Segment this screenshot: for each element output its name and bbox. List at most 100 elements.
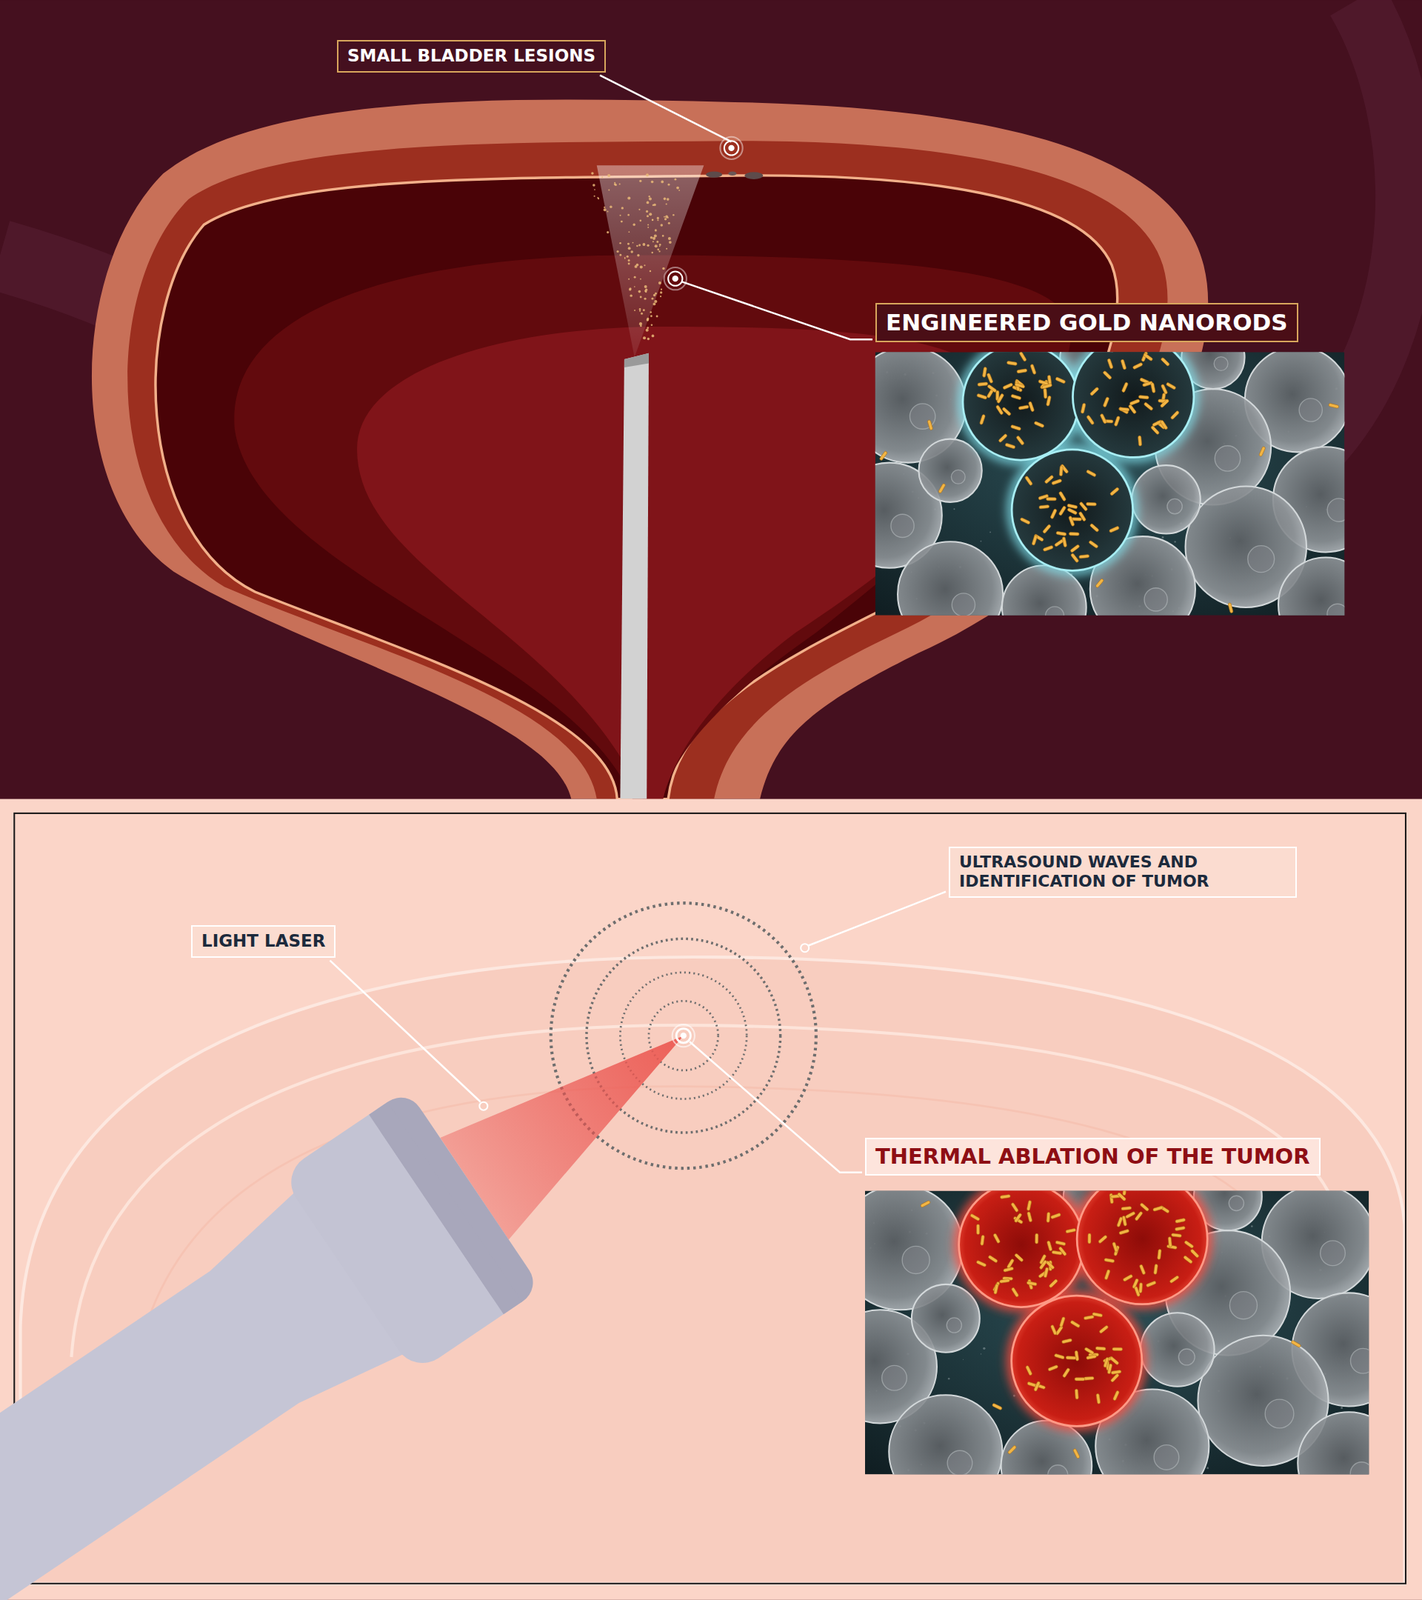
cell-nucleus bbox=[1320, 1240, 1346, 1266]
gold-nanorod bbox=[1046, 497, 1057, 501]
gold-nanorod bbox=[1068, 532, 1080, 537]
gold-nanorod bbox=[1086, 414, 1095, 426]
gold-nanorod bbox=[1062, 536, 1068, 548]
healthy-cell bbox=[1131, 465, 1200, 534]
gold-nanorod bbox=[1159, 419, 1168, 431]
gold-nanorod bbox=[1153, 1263, 1159, 1274]
nanorod-particle bbox=[639, 179, 642, 183]
nanorod-particle bbox=[628, 246, 632, 250]
cystoscope bbox=[619, 353, 649, 800]
nanorod-particle bbox=[659, 245, 661, 248]
gold-nanorod bbox=[1013, 1212, 1023, 1223]
gold-nanorod bbox=[1160, 356, 1171, 367]
cell-nucleus bbox=[1153, 1444, 1180, 1471]
nanorod-particle bbox=[656, 219, 659, 221]
nanorod-particle bbox=[660, 288, 663, 291]
nanorod-particle bbox=[651, 297, 654, 300]
gold-nanorod bbox=[1047, 1364, 1059, 1371]
nanorod-particle bbox=[649, 311, 652, 314]
gold-nanorod bbox=[1184, 1239, 1195, 1248]
nanorod-particle bbox=[639, 310, 641, 312]
nanorod-particle bbox=[646, 201, 650, 205]
gold-nanorod bbox=[1002, 1266, 1014, 1272]
marker-ring bbox=[672, 1024, 695, 1047]
nanorod-particle bbox=[628, 262, 631, 266]
nanorod-spray bbox=[596, 165, 705, 357]
nanorod-particle bbox=[648, 197, 652, 200]
nanorod-particle bbox=[636, 263, 640, 267]
nanorod-particle bbox=[660, 223, 663, 226]
gold-nanorod bbox=[999, 1278, 1010, 1283]
nanorod-particle bbox=[627, 214, 630, 217]
gold-nanorod bbox=[980, 1234, 986, 1245]
gold-nanorod bbox=[1007, 1444, 1017, 1455]
leader-dot bbox=[479, 1102, 488, 1111]
nanorod-particle bbox=[656, 248, 660, 251]
gold-nanorod bbox=[979, 414, 986, 425]
gold-nanorod bbox=[999, 1193, 1011, 1199]
tumor-cell bbox=[959, 1190, 1084, 1308]
gold-nanorod bbox=[993, 1233, 1001, 1244]
gold-nanorod bbox=[1099, 1324, 1109, 1334]
nanorod-particle bbox=[639, 296, 643, 299]
nanorod-particle bbox=[645, 328, 649, 332]
nanorod-particle bbox=[656, 314, 659, 317]
cell-glow bbox=[1076, 1190, 1208, 1305]
nanorod-particle bbox=[656, 240, 659, 243]
nanorod-particle bbox=[658, 281, 662, 285]
nanorod-particle bbox=[642, 242, 646, 246]
gold-nanorod bbox=[986, 372, 994, 383]
nanorod-particle bbox=[642, 336, 646, 340]
gold-nanorod bbox=[1121, 382, 1128, 393]
nanorod-particle bbox=[627, 197, 631, 200]
gold-nanorod bbox=[1055, 376, 1066, 384]
label-text: ENGINEERED GOLD NANORODS bbox=[885, 308, 1288, 337]
gold-nanorod bbox=[987, 1254, 999, 1263]
gold-nanorod bbox=[1005, 442, 1016, 449]
nanorod-particle bbox=[651, 219, 654, 221]
gold-nanorod bbox=[1006, 360, 1017, 366]
gold-nanorod bbox=[1111, 1241, 1118, 1252]
gold-nanorod bbox=[1083, 1314, 1094, 1320]
cell-nucleus bbox=[1167, 498, 1183, 514]
tumor-cell bbox=[962, 351, 1079, 460]
inset-speck bbox=[1206, 1467, 1209, 1470]
ultrasound-probe bbox=[0, 1088, 542, 1600]
nanorod-particle bbox=[646, 244, 649, 247]
gold-nanorod bbox=[1085, 469, 1097, 477]
gold-nanorod bbox=[1113, 415, 1121, 426]
nanorod-particle bbox=[654, 228, 657, 232]
nanorod-particle bbox=[659, 295, 662, 297]
nanorod-particle bbox=[659, 291, 663, 294]
nanorod-particle bbox=[645, 173, 649, 177]
top-panel bbox=[0, 0, 1422, 799]
gold-nanorod bbox=[1142, 352, 1154, 361]
cell-nucleus bbox=[1350, 1461, 1369, 1475]
marker-dot bbox=[672, 275, 679, 282]
nanorod-particle bbox=[619, 182, 621, 185]
marker-ring bbox=[668, 271, 683, 286]
nanorod-particle bbox=[638, 208, 640, 211]
probe-head bbox=[279, 1088, 542, 1374]
gold-nanorod bbox=[1067, 503, 1078, 509]
gold-nanorod bbox=[1050, 1212, 1061, 1220]
nanorod-particle bbox=[645, 291, 648, 294]
gold-nanorod bbox=[1125, 1210, 1136, 1219]
nanorod-particle bbox=[649, 270, 652, 272]
nanorod-particle bbox=[633, 276, 637, 279]
nanorod-particle bbox=[628, 278, 630, 280]
nanorod-particle bbox=[656, 217, 660, 220]
gold-nanorod bbox=[1119, 407, 1130, 412]
gold-nanorod bbox=[1051, 1250, 1063, 1255]
gold-nanorod bbox=[927, 419, 934, 431]
nanorod-particle bbox=[603, 208, 607, 212]
nanorod-particle bbox=[653, 234, 657, 237]
gold-nanorod bbox=[1068, 515, 1076, 526]
ultrasound-label: ULTRASOUND WAVES AND IDENTIFICATION OF T… bbox=[948, 846, 1297, 898]
gold-nanorod bbox=[1159, 398, 1170, 408]
inset-group bbox=[823, 325, 1406, 1514]
cell-nucleus bbox=[882, 1364, 908, 1391]
nanorod-particle bbox=[627, 242, 630, 246]
nanorod-particle bbox=[607, 174, 611, 178]
gold-nanorod bbox=[1157, 1248, 1163, 1260]
